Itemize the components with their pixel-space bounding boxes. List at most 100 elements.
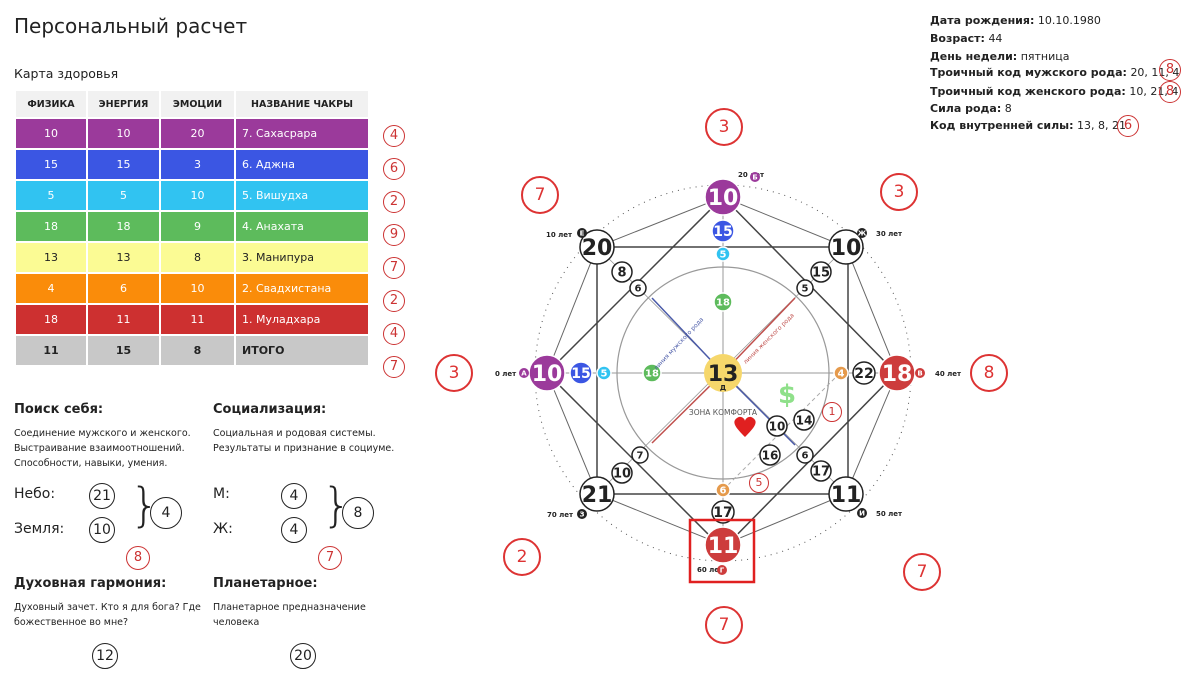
health-cell-physics: 5 [16, 181, 86, 210]
node-right-3: 4 [838, 369, 845, 380]
node-bottom-right: 11 [831, 483, 862, 508]
planetary-desc: Планетарное предназначение человека [213, 600, 366, 630]
letter-badge-left [519, 368, 529, 378]
node-top-left-3: 6 [635, 284, 642, 295]
info-label: Троичный код женского рода: [930, 85, 1126, 98]
male-value: 4 [281, 483, 307, 509]
health-cell-emotions: 20 [161, 119, 234, 148]
node-inner-left: 18 [645, 369, 659, 380]
health-cell-energy: 11 [88, 305, 159, 334]
node-bottom-right-2: 17 [812, 465, 830, 480]
info-power: Сила рода: 8 [930, 102, 1012, 115]
health-cell-physics: 10 [16, 119, 86, 148]
male-label: М: [213, 486, 230, 502]
info-label: Сила рода: [930, 102, 1002, 115]
letter-badge-tr [857, 228, 867, 238]
planetary-title: Планетарное: [213, 576, 318, 591]
letter-bottom: Г [720, 567, 725, 575]
info-label: Троичный код мужского рода: [930, 66, 1127, 79]
node-bottom: 11 [708, 534, 739, 559]
socialization-mark: 7 [318, 546, 342, 570]
letter-left: А [521, 370, 527, 378]
mark-small-right: 1 [822, 402, 842, 422]
mark-bottom: 7 [705, 606, 743, 644]
heart-icon [734, 416, 756, 437]
health-table-header: ФИЗИКА ЭНЕРГИЯ ЭМОЦИИ НАЗВАНИЕ ЧАКРЫ [16, 91, 368, 117]
health-cell-energy: 15 [88, 336, 159, 365]
node-right: 18 [882, 362, 913, 387]
health-cell-emotions: 8 [161, 336, 234, 365]
node-bottom-left-3-circle [631, 446, 649, 464]
info-value: 44 [988, 32, 1003, 45]
node-top-left: 20 [582, 236, 613, 261]
node-bottom-right-2-circle [810, 460, 832, 482]
info-weekday: День недели: пятница [930, 50, 1070, 63]
female-line-label: линия женского рода [742, 312, 796, 366]
node-top-right-3: 5 [802, 284, 809, 295]
node-bottom-2-circle [711, 500, 735, 524]
info-label: День недели: [930, 50, 1018, 63]
info-value: 10.10.1980 [1037, 14, 1101, 27]
node-top-left-2-circle [611, 261, 633, 283]
chakra-mark: 4 [383, 323, 405, 345]
health-map-subtitle: Карта здоровья [14, 66, 119, 81]
letter-badge-bl [577, 509, 587, 519]
node-bottom-circle [704, 526, 742, 564]
health-cell-emotions: 10 [161, 181, 234, 210]
node-top-right-circle [828, 229, 864, 265]
socialization-title: Социализация: [213, 402, 327, 417]
health-cell-name: 2. Свадхистана [236, 274, 368, 303]
node-top: 10 [708, 186, 739, 211]
age-label-tl: 10 лет [546, 231, 573, 239]
node-right-2-circle [852, 361, 876, 385]
node-top-circle [704, 178, 742, 216]
health-cell-name: 7. Сахасрара [236, 119, 368, 148]
letter-right: В [917, 370, 922, 378]
health-cell-energy: 6 [88, 274, 159, 303]
health-cell-energy: 10 [88, 119, 159, 148]
info-inner-code: Код внутренней силы: 13, 8, 21 [930, 119, 1126, 132]
mark-top: 3 [705, 108, 743, 146]
node-bottom-left-3: 7 [637, 451, 644, 462]
node-heart-2: 14 [796, 413, 813, 427]
page-title: Персональный расчет [14, 14, 248, 38]
node-bottom-left-2-circle [611, 462, 633, 484]
node-top-right-2: 15 [812, 266, 830, 281]
node-top-right-3-circle [796, 279, 814, 297]
health-cell-emotions: 11 [161, 305, 234, 334]
letter-tl: Е [580, 230, 585, 238]
node-left-2: 15 [571, 366, 590, 382]
info-label: Код внутренней силы: [930, 119, 1074, 132]
health-cell-physics: 15 [16, 150, 86, 179]
health-cell-energy: 15 [88, 150, 159, 179]
spiritual-desc-line: божественное во мне? [14, 617, 129, 628]
health-cell-physics: 18 [16, 212, 86, 241]
node-top-2: 15 [713, 224, 732, 240]
center-letter: Д [720, 384, 726, 392]
node-inner-left-circle [642, 363, 662, 383]
spiritual-value: 12 [92, 643, 118, 669]
chakra-mark: 7 [383, 257, 405, 279]
self-search-mark: 8 [126, 546, 150, 570]
male-code-mark: 8 [1159, 59, 1181, 81]
health-cell-name: ИТОГО [236, 336, 368, 365]
sky-value: 21 [89, 483, 115, 509]
node-top-2-circle [711, 219, 735, 243]
node-center: 13 [708, 362, 739, 387]
spiritual-desc: Духовный зачет. Кто я для бога? Где боже… [14, 600, 201, 630]
mark-right: 8 [970, 354, 1008, 392]
info-value: 8 [1004, 102, 1012, 115]
col-physics: ФИЗИКА [16, 91, 86, 117]
self-search-desc: Соединение мужского и женского. Выстраив… [14, 426, 191, 471]
node-left-3-circle [596, 365, 612, 381]
health-cell-name: 1. Муладхара [236, 305, 368, 334]
age-label-bottom: 60 лет [697, 566, 724, 574]
planetary-value: 20 [290, 643, 316, 669]
node-bottom-right-circle [828, 476, 864, 512]
